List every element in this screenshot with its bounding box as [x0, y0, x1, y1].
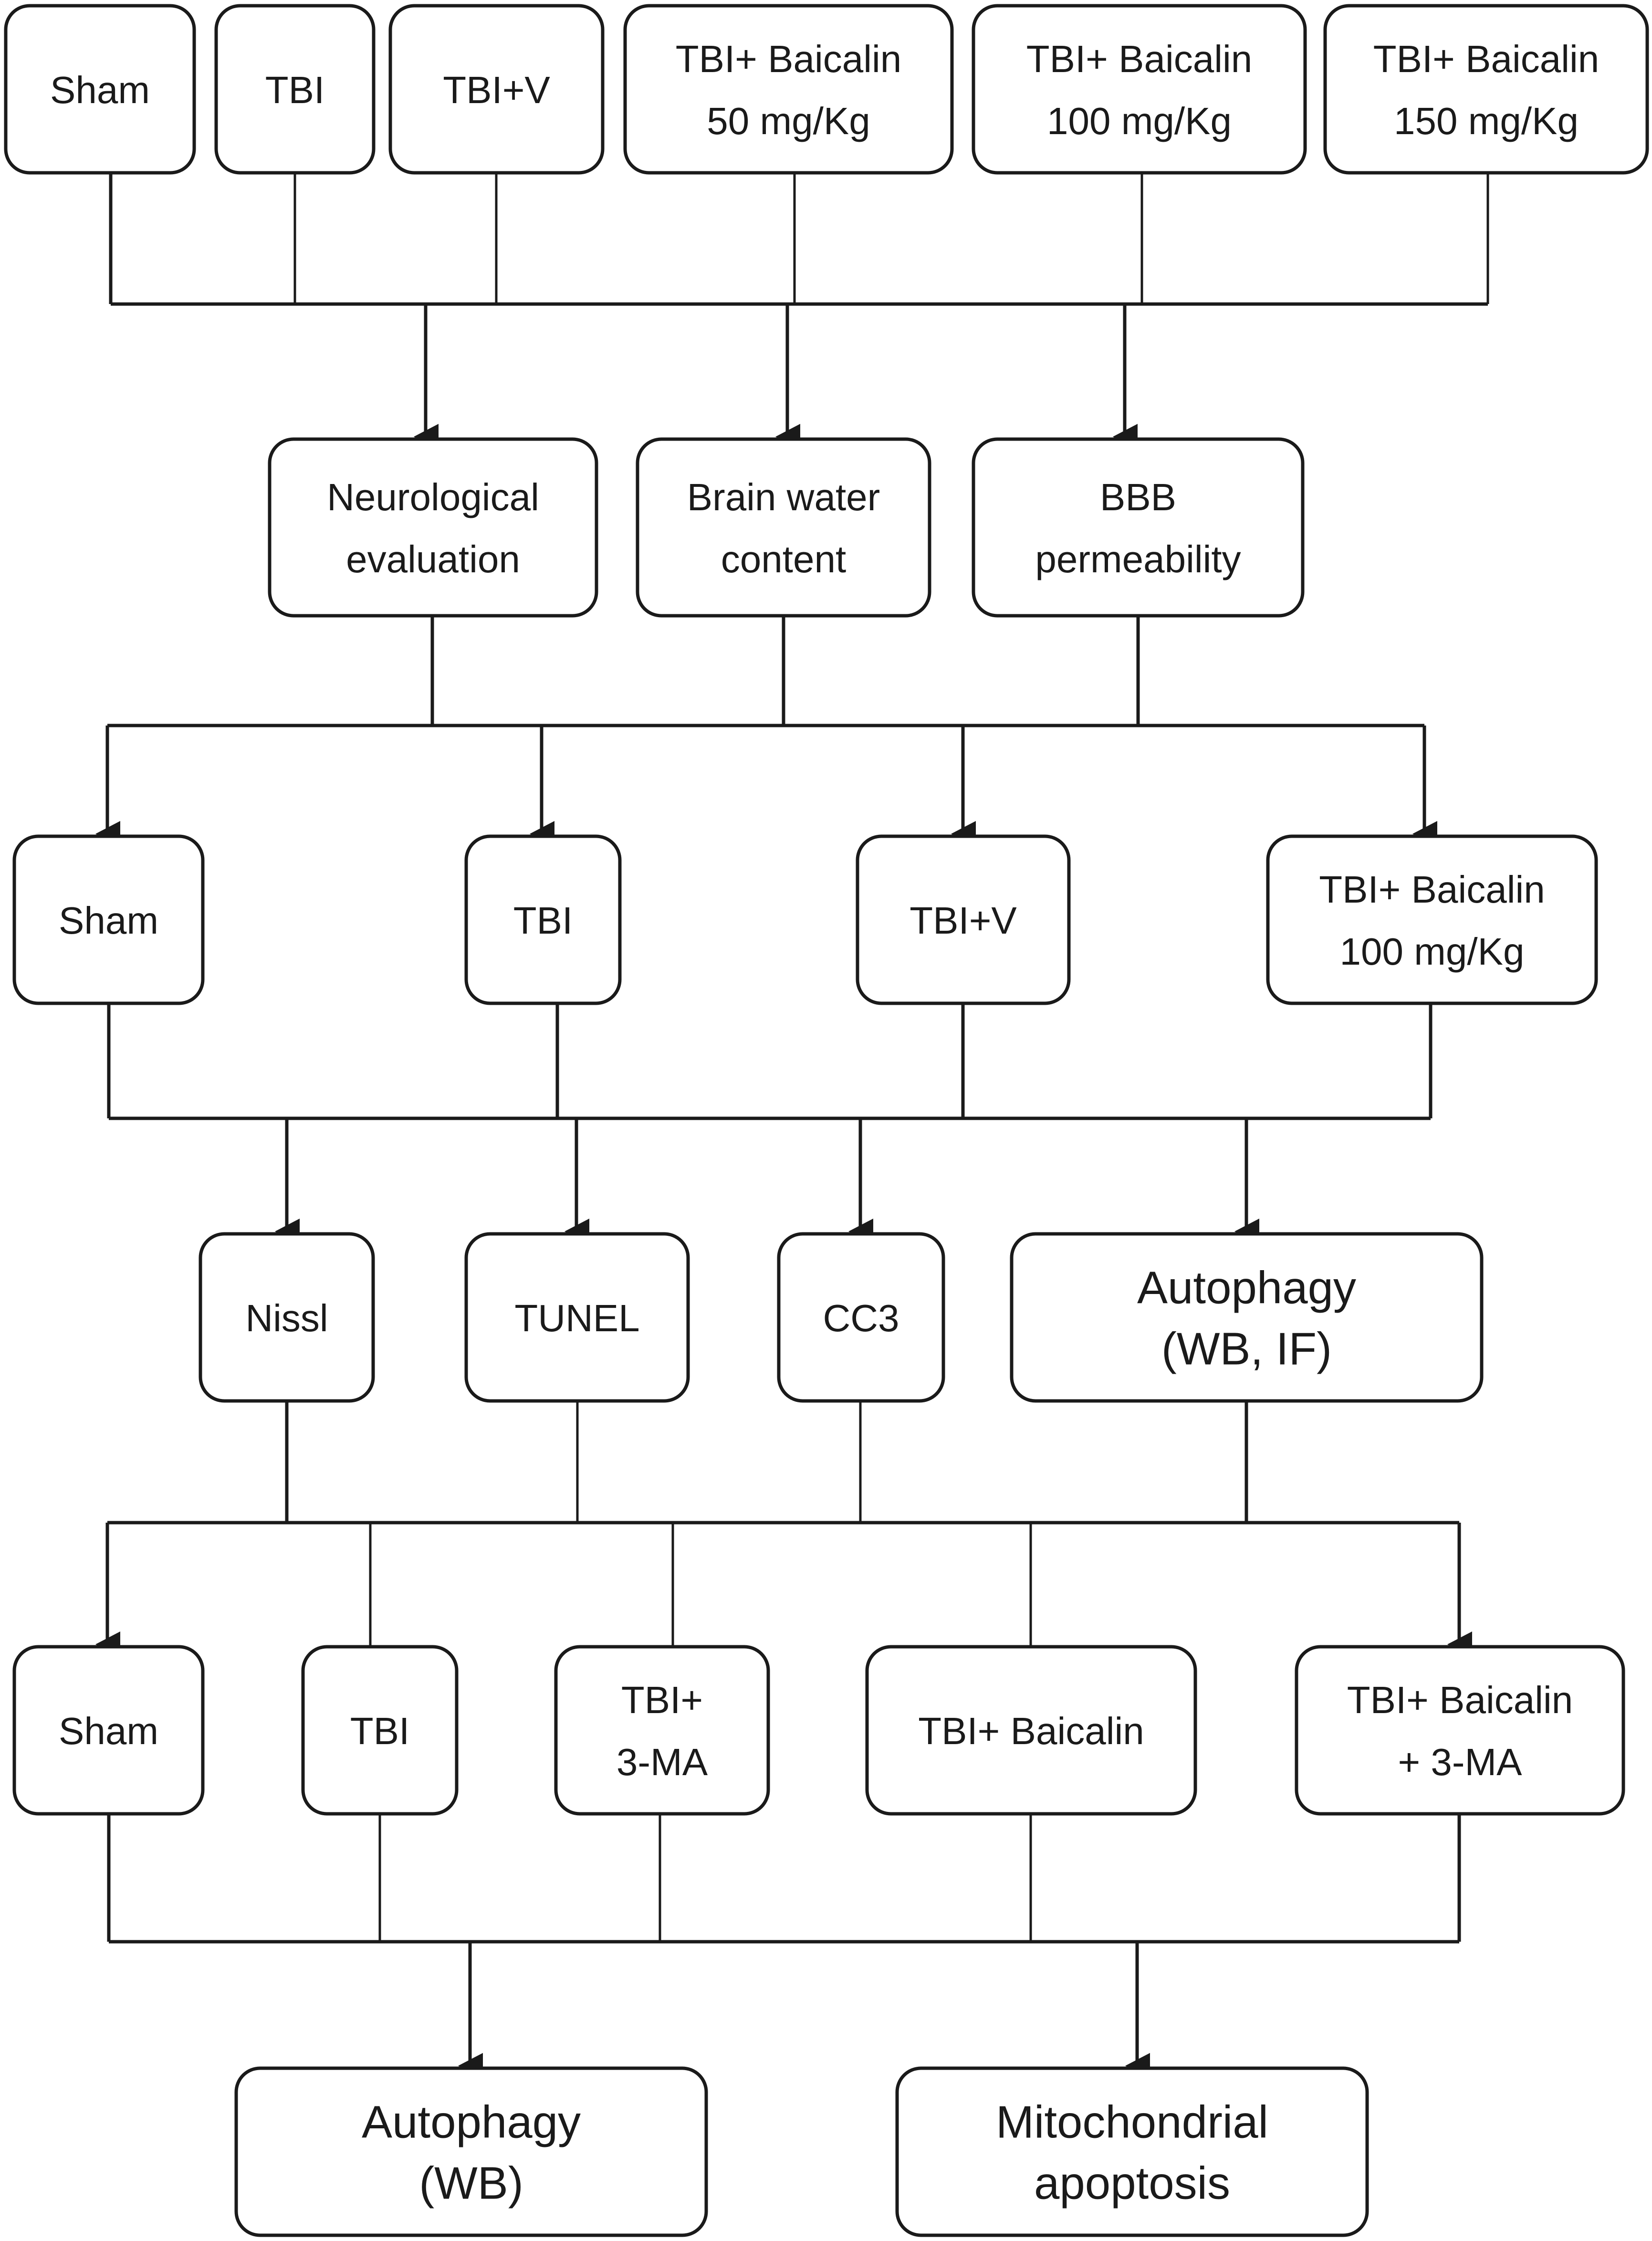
- box-tbi-baicalin-3ma: TBI+ Baicalin + 3-MA: [1295, 1645, 1625, 1816]
- box-tbi-baicalin: TBI+ Baicalin: [865, 1645, 1197, 1816]
- box-autophagy-wb-if-label-line-2: (WB, IF): [1161, 1324, 1332, 1375]
- box-neurological-evaluation: Neurological evaluation: [268, 437, 598, 618]
- box-sham-3-label-line-1: Sham: [59, 1710, 158, 1752]
- box-autophagy-wb-label-line-2: (WB): [419, 2158, 523, 2209]
- box-tbi-3: TBI: [301, 1645, 459, 1816]
- box-baicalin-100-1-frame: [972, 4, 1307, 175]
- box-bbb-permeability-label-line-2: permeability: [1035, 538, 1241, 580]
- box-tbi-baicalin-frame: [865, 1645, 1197, 1816]
- box-baicalin-100-1-label-line-2: 100 mg/Kg: [1047, 100, 1232, 142]
- box-bbb-permeability: BBB permeability: [972, 437, 1305, 618]
- box-tbi-3ma: TBI+ 3-MA: [554, 1645, 770, 1816]
- box-tbi-v-1-frame: [388, 4, 605, 175]
- box-baicalin-100-1-label-line-1: TBI+ Baicalin: [1026, 38, 1253, 80]
- box-nissl-label-line-1: Nissl: [245, 1297, 328, 1339]
- box-mitochondrial-apoptosis-label-line-2: apoptosis: [1034, 2158, 1230, 2209]
- box-baicalin-50-label-line-2: 50 mg/Kg: [707, 100, 870, 142]
- box-mitochondrial-apoptosis: Mitochondrial apoptosis: [895, 2066, 1369, 2237]
- box-neurological-evaluation-label-line-1: Neurological: [327, 476, 539, 518]
- box-tbi-baicalin-3ma-frame: [1295, 1645, 1625, 1816]
- box-tbi-3ma-label-line-1: TBI+: [621, 1679, 703, 1721]
- box-sham-2: Sham: [12, 834, 205, 1005]
- box-tbi-v-1: TBI+V: [388, 4, 605, 175]
- box-brain-water-content: Brain water content: [636, 437, 931, 618]
- box-mitochondrial-apoptosis-frame: [895, 2066, 1369, 2237]
- box-tunel-label-line-1: TUNEL: [514, 1297, 639, 1339]
- box-sham-2-label-line-1: Sham: [59, 899, 158, 942]
- box-sham-2-frame: [12, 834, 205, 1005]
- box-sham-1-label-line-1: Sham: [50, 69, 150, 111]
- box-neurological-evaluation-frame: [268, 437, 598, 618]
- box-baicalin-100-1: TBI+ Baicalin 100 mg/Kg: [972, 4, 1307, 175]
- box-autophagy-wb-if-label-line-1: Autophagy: [1137, 1263, 1356, 1314]
- box-baicalin-150-label-line-2: 150 mg/Kg: [1394, 100, 1579, 142]
- box-sham-3-frame: [12, 1645, 205, 1816]
- box-nissl: Nissl: [199, 1232, 375, 1403]
- box-brain-water-content-frame: [636, 437, 931, 618]
- box-tbi-baicalin-3ma-label-line-1: TBI+ Baicalin: [1347, 1679, 1573, 1721]
- box-autophagy-wb-frame: [234, 2066, 708, 2237]
- box-cc3: CC3: [777, 1232, 945, 1403]
- box-tbi-baicalin-label-line-1: TBI+ Baicalin: [918, 1710, 1144, 1752]
- box-tbi-2-frame: [464, 834, 622, 1005]
- box-tbi-2-label-line-1: TBI: [513, 899, 573, 942]
- box-brain-water-content-label-line-2: content: [721, 538, 846, 580]
- box-autophagy-wb-if: Autophagy (WB, IF): [1010, 1232, 1484, 1403]
- box-bbb-permeability-frame: [972, 437, 1305, 618]
- box-cc3-label-line-1: CC3: [823, 1297, 899, 1339]
- box-baicalin-100-2-frame: [1266, 834, 1598, 1005]
- box-baicalin-50-label-line-1: TBI+ Baicalin: [676, 38, 902, 80]
- box-tbi-1-label-line-1: TBI: [265, 69, 324, 111]
- box-tunel-frame: [464, 1232, 690, 1403]
- box-autophagy-wb-label-line-1: Autophagy: [362, 2097, 581, 2148]
- box-tbi-1: TBI: [214, 4, 376, 175]
- box-tunel: TUNEL: [464, 1232, 690, 1403]
- box-autophagy-wb-if-frame: [1010, 1232, 1484, 1403]
- box-baicalin-150-frame: [1323, 4, 1649, 175]
- box-baicalin-50-frame: [623, 4, 954, 175]
- box-baicalin-50: TBI+ Baicalin 50 mg/Kg: [623, 4, 954, 175]
- box-tbi-3ma-label-line-2: 3-MA: [617, 1741, 708, 1783]
- box-tbi-baicalin-3ma-label-line-2: + 3-MA: [1398, 1741, 1522, 1783]
- box-mitochondrial-apoptosis-label-line-1: Mitochondrial: [996, 2097, 1268, 2148]
- box-tbi-1-frame: [214, 4, 376, 175]
- box-bbb-permeability-label-line-1: BBB: [1100, 476, 1176, 518]
- box-nissl-frame: [199, 1232, 375, 1403]
- box-tbi-3-label-line-1: TBI: [350, 1710, 409, 1752]
- box-tbi-v-2: TBI+V: [856, 834, 1071, 1005]
- connector-lines: [95, 173, 1489, 2079]
- box-brain-water-content-label-line-1: Brain water: [687, 476, 880, 518]
- box-sham-1-frame: [4, 4, 196, 175]
- box-baicalin-100-2-label-line-2: 100 mg/Kg: [1340, 930, 1525, 973]
- box-sham-3: Sham: [12, 1645, 205, 1816]
- box-tbi-3ma-frame: [554, 1645, 770, 1816]
- box-tbi-2: TBI: [464, 834, 622, 1005]
- box-tbi-v-2-frame: [856, 834, 1071, 1005]
- box-cc3-frame: [777, 1232, 945, 1403]
- box-neurological-evaluation-label-line-2: evaluation: [346, 538, 520, 580]
- box-baicalin-150-label-line-1: TBI+ Baicalin: [1373, 38, 1600, 80]
- box-baicalin-100-2: TBI+ Baicalin 100 mg/Kg: [1266, 834, 1598, 1005]
- box-baicalin-150: TBI+ Baicalin 150 mg/Kg: [1323, 4, 1649, 175]
- box-tbi-v-2-label-line-1: TBI+V: [910, 899, 1017, 942]
- box-sham-1: Sham: [4, 4, 196, 175]
- box-tbi-3-frame: [301, 1645, 459, 1816]
- box-tbi-v-1-label-line-1: TBI+V: [443, 69, 550, 111]
- box-autophagy-wb: Autophagy (WB): [234, 2066, 708, 2237]
- box-baicalin-100-2-label-line-1: TBI+ Baicalin: [1319, 868, 1545, 911]
